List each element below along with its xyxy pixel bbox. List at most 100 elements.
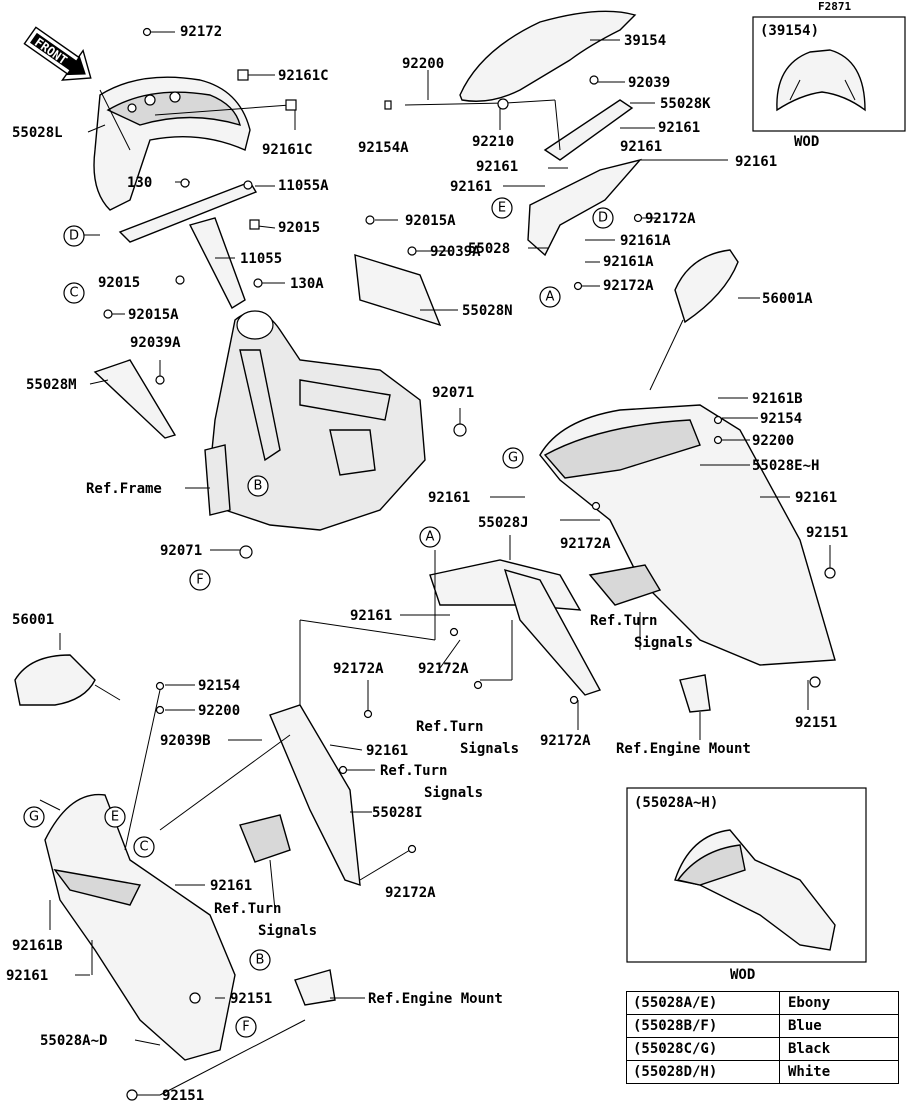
label-11055: 11055 [240,251,282,267]
label-92161-j: 92161 [210,878,252,894]
label-11055A: 11055A [278,178,329,194]
svg-text:D: D [598,211,608,226]
label-92210: 92210 [472,134,514,150]
label-55028L: 55028L [12,125,63,141]
cover-55028K [543,99,634,161]
svg-text:E: E [111,810,119,825]
callout-e-1: E [491,197,513,219]
label-55028AD: 55028A~D [40,1033,107,1049]
label-92172A-f: 92172A [540,733,591,749]
callout-a-1: A [539,286,561,308]
label-92015A-l: 92015A [128,307,179,323]
label-92151-d: 92151 [162,1088,204,1103]
color-name: Black [779,1037,899,1061]
label-55028I: 55028I [372,805,423,821]
label-92172A-a: 92172A [645,211,696,227]
svg-text:D: D [69,229,79,244]
label-92161-c: 92161 [476,159,518,175]
label-92161-a: 92161 [658,120,700,136]
label-ref-turn-signals-3b: Signals [424,785,483,801]
label-92161B-l: 92161B [12,938,63,954]
callout-c-2: C [133,836,155,858]
front-arrow-icon: FRONT [23,26,92,81]
bracket-11055A [118,181,258,243]
label-92161-e: 92161 [450,179,492,195]
engine-mount-right [679,674,711,713]
label-92015-r: 92015 [278,220,320,236]
label-92039A-c: 92039A [430,244,481,260]
mirror-56001A [649,249,739,391]
label-92161-k: 92161 [6,968,48,984]
inset-windshield-part: (39154) [760,23,819,39]
label-92039B: 92039B [160,733,211,749]
label-92151-b: 92151 [795,715,837,731]
label-55028EH: 55028E~H [752,458,819,474]
label-92161-b: 92161 [620,139,662,155]
label-ref-turn-signals-4b: Signals [258,923,317,939]
label-92071-a: 92071 [432,385,474,401]
engine-mount-left [294,969,336,1006]
label-55028K: 55028K [660,96,711,112]
inner-panel-55028I [269,704,361,887]
color-row: (55028D/H) White [626,1060,899,1084]
label-92200-l: 92200 [198,703,240,719]
stay-11055 [188,217,246,309]
color-code: (55028D/H) [626,1060,780,1084]
label-92161C-2: 92161C [262,142,313,158]
color-code: (55028C/G) [626,1037,780,1061]
label-92172A-b: 92172A [603,278,654,294]
label-92161-d: 92161 [735,154,777,170]
frame-reference [204,310,426,531]
leader-lines [39,31,831,1096]
label-ref-turn-signals-2: Ref.Turn [416,719,483,735]
svg-text:B: B [254,479,263,494]
label-ref-frame: Ref.Frame [86,481,162,497]
label-92172A-d: 92172A [418,661,469,677]
label-56001: 56001 [12,612,54,628]
label-ref-turn-signals-1: Ref.Turn [590,613,657,629]
label-ref-turn-signals-4: Ref.Turn [214,901,281,917]
callout-g-2: G [23,806,45,828]
label-ref-engine-mount-2: Ref.Engine Mount [368,991,503,1007]
callout-g-1: G [502,447,524,469]
label-92161A-b: 92161A [603,254,654,270]
color-name: White [779,1060,899,1084]
label-92154-l: 92154 [198,678,240,694]
label-92200-r: 92200 [752,433,794,449]
inset-cowl-part: (55028A~H) [634,795,718,811]
inset-cowl-caption: WOD [730,967,755,983]
callout-d-1: D [63,225,85,247]
windshield-39154 [459,10,637,102]
label-92154-r: 92154 [760,411,802,427]
label-92151-c: 92151 [230,991,272,1007]
label-130: 130 [127,175,152,191]
label-92039A-l: 92039A [130,335,181,351]
turn-signal-right [588,564,662,606]
label-55028N: 55028N [462,303,513,319]
svg-text:B: B [256,953,265,968]
color-row: (55028C/G) Black [626,1037,899,1061]
callout-c-1: C [63,282,85,304]
callout-a-2: A [419,526,441,548]
color-row: (55028B/F) Blue [626,1014,899,1038]
color-code: (55028A/E) [626,991,780,1015]
label-92172A-g: 92172A [385,885,436,901]
label-39154: 39154 [624,33,666,49]
svg-text:A: A [426,530,435,545]
svg-text:C: C [69,286,78,301]
inner-cowl-55028L [93,76,251,211]
color-name: Ebony [779,991,899,1015]
label-92161B-r: 92161B [752,391,803,407]
figure-code: F2871 [818,0,851,13]
color-name: Blue [779,1014,899,1038]
label-92015-l: 92015 [98,275,140,291]
duct-55028M [93,359,177,439]
label-92161-h: 92161 [350,608,392,624]
svg-text:A: A [546,290,555,305]
svg-text:F: F [196,573,203,588]
callout-b-2: B [249,949,271,971]
color-table: (55028A/E) Ebony (55028B/F) Blue (55028C… [626,991,899,1084]
label-92015A-c: 92015A [405,213,456,229]
callout-e-2: E [104,806,126,828]
